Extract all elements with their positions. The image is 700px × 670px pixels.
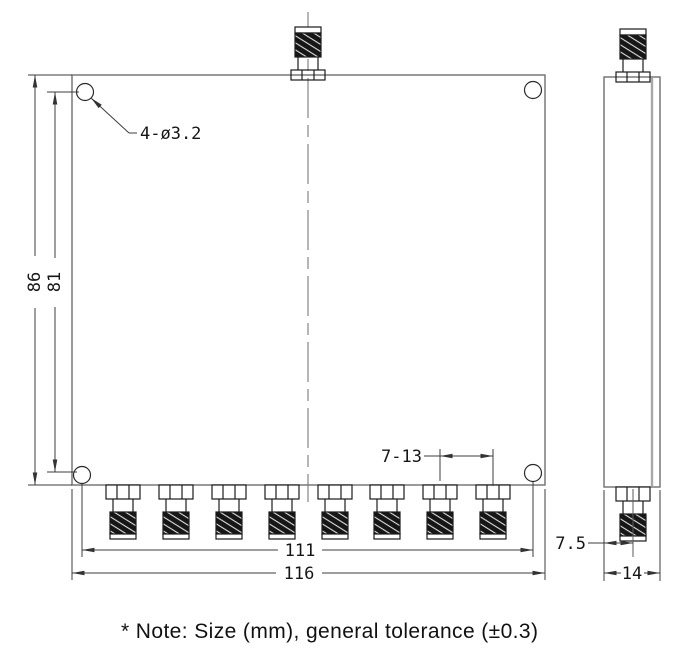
input-connector <box>290 26 326 81</box>
tolerance-note: * Note: Size (mm), general tolerance (±0… <box>121 620 539 643</box>
outline-drawing: 4-ø3.2 86 81 7-13 111 116 <box>25 12 661 584</box>
output-connector <box>369 484 405 540</box>
input-connector-side <box>615 28 651 83</box>
dimension-depth: 14 <box>604 490 661 584</box>
mounting-hole <box>523 463 543 483</box>
output-connector <box>105 484 141 540</box>
dimension-hole-span-width: 111 <box>81 482 534 561</box>
dimension-hole-span-height: 81 <box>45 91 79 473</box>
leader-line <box>90 97 130 134</box>
output-connector <box>158 484 194 540</box>
dimension-overall-width: 116 <box>71 489 546 584</box>
dimension-overall-height: 86 <box>25 74 72 486</box>
dimension-label: 116 <box>284 564 315 584</box>
mounting-hole <box>75 82 95 102</box>
output-connector <box>475 484 511 540</box>
dimension-label: 4-ø3.2 <box>140 124 201 144</box>
dimension-label: 7-13 <box>381 447 422 467</box>
dimension-connector-offset: 7.5 <box>555 490 633 581</box>
dimension-label: 14 <box>622 564 642 584</box>
dimension-port-pitch: 7-13 <box>381 447 494 486</box>
mounting-hole <box>72 465 92 485</box>
output-connector <box>264 484 300 540</box>
output-connector <box>317 484 353 540</box>
dimension-label: 86 <box>25 272 45 292</box>
side-view <box>603 28 661 557</box>
output-connector <box>211 484 247 540</box>
front-view <box>71 12 546 540</box>
dimension-label: 81 <box>45 272 65 292</box>
dimension-label: 111 <box>285 541 316 561</box>
mounting-hole <box>523 80 543 100</box>
dimension-label: 7.5 <box>555 534 586 554</box>
output-connector <box>422 484 458 540</box>
hole-callout: 4-ø3.2 <box>90 97 201 144</box>
